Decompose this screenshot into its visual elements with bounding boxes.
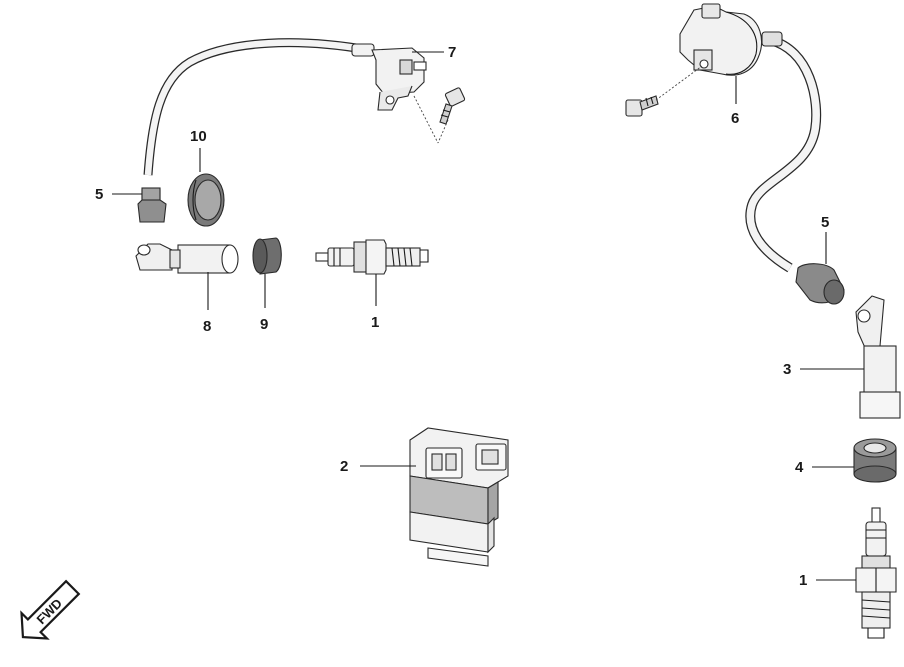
callout-1-left: 1 xyxy=(371,314,379,331)
callout-9: 9 xyxy=(260,316,268,333)
dotted-assembly-line-6 xyxy=(655,65,703,101)
cdi-unit-part-2 xyxy=(409,427,509,567)
dotted-assembly-lines-7 xyxy=(413,95,449,144)
spark-plug-cap-part-8 xyxy=(135,243,239,274)
spark-plug-part-1-left xyxy=(315,239,429,275)
callout-7: 7 xyxy=(448,44,456,61)
spark-plug-cap-part-3 xyxy=(855,295,901,419)
callout-3: 3 xyxy=(783,361,791,378)
callout-10: 10 xyxy=(190,128,207,145)
seal-part-4 xyxy=(853,438,897,483)
fwd-direction-badge: FWD xyxy=(20,579,81,640)
ignition-coil-part-6 xyxy=(679,3,783,76)
ignition-coil-lead-right xyxy=(745,35,822,273)
callout-2: 2 xyxy=(340,458,348,475)
callout-1-right: 1 xyxy=(799,572,807,589)
grommet-part-10 xyxy=(187,173,225,227)
callout-8: 8 xyxy=(203,318,211,335)
bolt-part-7 xyxy=(439,87,466,125)
boot-cap-part-5-right xyxy=(795,263,845,305)
ignition-coil-part-7 xyxy=(351,43,427,111)
bolt-part-6 xyxy=(625,95,659,117)
callout-4: 4 xyxy=(795,459,804,476)
seal-part-9 xyxy=(252,237,282,275)
callout-6: 6 xyxy=(731,110,739,127)
callout-5-right: 5 xyxy=(821,214,829,231)
fwd-arrow-icon xyxy=(20,579,81,640)
boot-cap-part-5-left xyxy=(137,187,167,223)
spark-plug-part-1-right xyxy=(855,507,897,639)
ignition-coil-lead-left xyxy=(143,38,369,176)
callout-5-left: 5 xyxy=(95,186,103,203)
